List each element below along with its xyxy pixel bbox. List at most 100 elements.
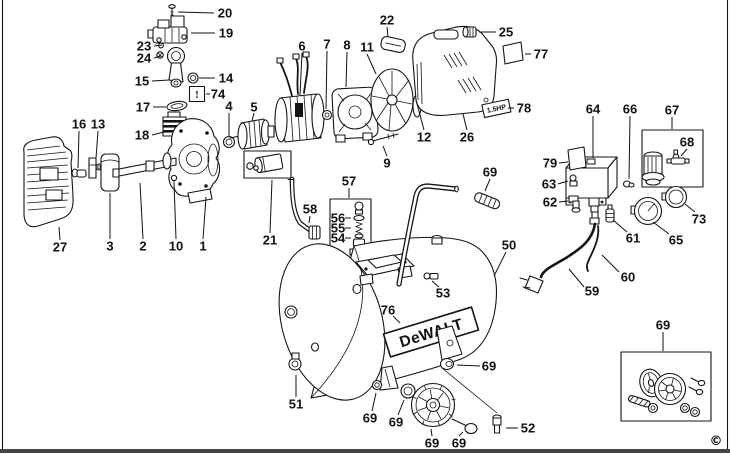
part-label-18: 18 <box>135 128 149 143</box>
part-label-69: 69 <box>482 359 496 374</box>
part-label-6: 6 <box>298 39 305 54</box>
part-label-69: 69 <box>656 318 670 333</box>
part-label-56: 56 <box>331 211 345 226</box>
tube-61 <box>605 204 615 223</box>
cap-25 <box>462 26 477 38</box>
leader-line-63 <box>557 180 569 185</box>
hp-sticker-78: 1.5HP <box>481 98 512 119</box>
part-label-52: 52 <box>521 421 535 436</box>
leader-line-18 <box>151 131 165 136</box>
part-label-69: 69 <box>363 411 377 426</box>
leader-line-24 <box>153 55 162 59</box>
part-label-68: 68 <box>680 135 694 150</box>
part-label-69: 69 <box>389 415 403 430</box>
fitting-68 <box>666 149 690 165</box>
leader-line-66 <box>628 115 631 180</box>
motor-endbell-8 <box>331 86 379 143</box>
ring-69 <box>400 383 416 399</box>
handle <box>396 183 459 287</box>
part-label-76: 76 <box>381 303 395 318</box>
drain-plug-51 <box>288 352 302 371</box>
outlet-pipe-58 <box>287 176 321 240</box>
leader-line-21 <box>269 179 273 234</box>
part-label-55: 55 <box>331 221 345 236</box>
leader-line-27 <box>58 226 61 241</box>
leader-line-69 <box>484 178 491 192</box>
piston-kit-box-21 <box>243 150 292 179</box>
part-label-14: 14 <box>219 71 234 86</box>
part-label-79: 79 <box>543 156 557 171</box>
crankcase-1 <box>166 118 221 204</box>
leader-line-69 <box>456 364 481 367</box>
relief-valve-63 <box>569 174 578 187</box>
part-label-15: 15 <box>135 74 149 89</box>
leader-line-9 <box>382 145 388 157</box>
leader-line-22 <box>386 26 389 38</box>
part-label-22: 22 <box>380 13 394 28</box>
leader-line-53 <box>431 280 440 288</box>
part-label-65: 65 <box>669 233 683 248</box>
part-label-58: 58 <box>303 202 317 217</box>
washer-set-13 <box>88 157 103 179</box>
leader-line-13 <box>95 130 99 159</box>
part-label-3: 3 <box>106 239 113 254</box>
part-label-23: 23 <box>137 39 151 54</box>
armature-5 <box>229 118 275 150</box>
part-label-27: 27 <box>53 240 67 255</box>
part-label-60: 60 <box>621 270 635 285</box>
part-label-2: 2 <box>139 239 146 254</box>
leader-line-59 <box>568 268 585 288</box>
screw-10 <box>170 174 178 184</box>
copyright-mark: © <box>710 434 723 449</box>
leader-line-23 <box>153 44 163 47</box>
bearing-7 <box>321 109 333 121</box>
coupler-52 <box>441 367 502 434</box>
bearing-4 <box>222 135 236 149</box>
gasket-17 <box>166 100 188 112</box>
elbow-62 <box>568 195 581 213</box>
leader-line-61 <box>612 219 628 233</box>
bolt-53 <box>423 272 439 280</box>
part-label-66: 66 <box>623 102 637 117</box>
warning-mark: ! <box>195 89 199 101</box>
wire-60 <box>585 225 600 272</box>
leader-line-11 <box>366 53 377 75</box>
wheel-kit-box-69 <box>620 351 712 422</box>
part-label-78: 78 <box>517 101 531 116</box>
bolt-16 <box>71 168 87 178</box>
part-label-50: 50 <box>502 238 516 253</box>
part-label-26: 26 <box>460 130 474 145</box>
part-label-8: 8 <box>343 38 350 53</box>
nut-69-right <box>439 357 455 371</box>
leader-line-69 <box>430 428 433 437</box>
stator-6 <box>274 51 325 143</box>
leader-line-69 <box>397 399 405 416</box>
leader-line-73 <box>684 203 696 213</box>
bottom-bar <box>0 449 730 453</box>
part-label-21: 21 <box>263 233 277 248</box>
sticker-79 <box>567 146 587 171</box>
valve-head-assembly-19 <box>147 15 188 44</box>
sticker-77 <box>502 41 524 65</box>
handle-grip-69 <box>474 192 501 210</box>
nut-69-left <box>371 379 383 391</box>
part-label-74: 74 <box>211 87 226 102</box>
leader-line-60 <box>601 254 620 273</box>
bearing-14 <box>187 72 199 84</box>
capacitor-22 <box>380 36 406 53</box>
hp-sticker-text: 1.5HP <box>486 104 507 115</box>
leader-line-1 <box>202 196 207 240</box>
leader-line-12 <box>415 99 425 131</box>
part-label-7: 7 <box>323 37 330 52</box>
connecting-rod-15 <box>166 46 186 88</box>
leader-line-65 <box>652 221 670 235</box>
gasket-ring-tank <box>284 305 298 319</box>
leader-line-58 <box>308 215 311 224</box>
leader-line-20 <box>177 11 215 14</box>
leader-line-69 <box>371 392 377 412</box>
part-label-11: 11 <box>360 40 374 55</box>
part-label-69: 69 <box>425 436 439 451</box>
